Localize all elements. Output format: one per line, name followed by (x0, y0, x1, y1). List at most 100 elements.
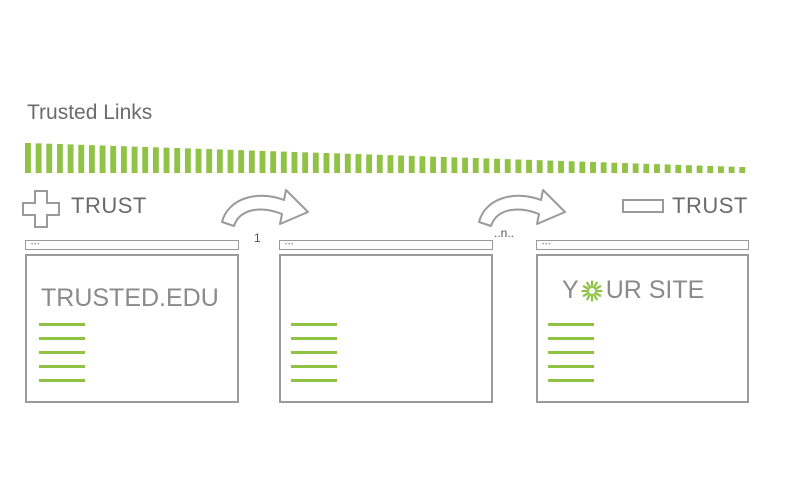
meter-bar (248, 150, 255, 173)
meter-bar (259, 150, 266, 173)
content-line (548, 337, 594, 340)
content-line (291, 323, 337, 326)
meter-bar (526, 159, 532, 173)
content-line (548, 351, 594, 354)
curved-arrow-icon (221, 189, 309, 227)
browser-window-middle (279, 254, 493, 403)
meter-bar (174, 148, 181, 173)
step-label-first: 1 (254, 231, 261, 245)
content-line (548, 323, 594, 326)
meter-bar (643, 163, 650, 173)
browser-window-trusted: TRUSTED.EDU (25, 254, 239, 403)
meter-bar (664, 164, 671, 173)
meter-bar (99, 145, 106, 173)
content-line (39, 379, 85, 382)
step-label-nth: ..n.. (494, 226, 515, 240)
meter-bar (451, 157, 458, 173)
browser-window-your-site: Y UR SITE (536, 254, 749, 403)
diagram-title: Trusted Links (27, 101, 153, 124)
meter-bar (216, 149, 223, 173)
meter-bar (110, 145, 117, 173)
meter-bar (280, 151, 287, 173)
meter-bar (56, 144, 63, 173)
curved-arrow-icon (478, 189, 566, 227)
heading-prefix: Y (562, 276, 579, 304)
meter-bar (270, 151, 277, 173)
meter-bar (195, 148, 202, 173)
minus-icon (622, 199, 664, 213)
browser-bar: ••• (536, 240, 749, 250)
meter-bar (590, 161, 596, 173)
meter-bar (238, 150, 245, 173)
content-line (291, 337, 337, 340)
content-line (291, 351, 337, 354)
meter-bar (494, 158, 500, 173)
browser-bar: ••• (279, 240, 493, 250)
meter-bar (131, 146, 138, 173)
meter-bar (611, 162, 618, 173)
meter-bar (440, 156, 447, 173)
meter-bar (312, 152, 319, 173)
trust-plus-label: TRUST (71, 193, 147, 218)
meter-bar (78, 144, 85, 173)
meter-bar (408, 155, 415, 173)
meter-bar (206, 149, 213, 173)
meter-bar (163, 147, 170, 173)
content-line (291, 365, 337, 368)
meter-bar (472, 158, 479, 173)
meter-bar (739, 167, 746, 173)
content-line (39, 323, 85, 326)
trust-minus-label: TRUST (672, 193, 748, 218)
meter-bar (675, 164, 682, 173)
meter-bar (88, 145, 95, 173)
meter-bar (152, 147, 159, 173)
window-dots: ••• (542, 242, 552, 248)
meter-bar (718, 166, 724, 173)
meter-bar (419, 156, 426, 173)
meter-bar (707, 165, 714, 173)
window-dots: ••• (285, 242, 295, 248)
meter-bar (142, 146, 149, 173)
meter-bar (622, 163, 628, 173)
meter-bar (344, 153, 351, 173)
meter-bar (184, 148, 191, 173)
meter-bar (686, 165, 692, 173)
content-line (548, 365, 594, 368)
window-heading: TRUSTED.EDU (41, 284, 219, 312)
heading-suffix: UR SITE (605, 276, 705, 304)
meter-bar (536, 160, 543, 173)
meter-bar (376, 154, 383, 173)
meter-bar (334, 153, 341, 173)
meter-bar (462, 157, 468, 173)
sunburst-icon (581, 279, 603, 302)
meter-bar (579, 161, 586, 173)
window-heading: Y UR SITE (562, 276, 704, 305)
browser-bar: ••• (25, 240, 239, 250)
trust-meter (25, 143, 746, 173)
meter-bar (302, 152, 309, 173)
content-line (39, 337, 85, 340)
content-line (291, 379, 337, 382)
window-dots: ••• (31, 242, 41, 248)
meter-bar (558, 160, 564, 173)
meter-bar (355, 154, 362, 173)
meter-bar (696, 165, 703, 173)
meter-bar (366, 154, 373, 173)
meter-bar (600, 162, 607, 173)
content-line (39, 351, 85, 354)
meter-bar (654, 164, 660, 173)
meter-bar (291, 151, 298, 173)
content-line (548, 379, 594, 382)
meter-bar (120, 146, 127, 173)
meter-bar (430, 156, 437, 173)
meter-bar (227, 149, 234, 173)
meter-bar (387, 155, 394, 173)
meter-bar (515, 159, 522, 173)
content-line (39, 365, 85, 368)
meter-bar (35, 143, 42, 173)
meter-bar (67, 144, 74, 173)
plus-icon (22, 190, 60, 228)
meter-bar (25, 143, 31, 173)
meter-bar (568, 161, 575, 173)
meter-bar (483, 158, 490, 173)
